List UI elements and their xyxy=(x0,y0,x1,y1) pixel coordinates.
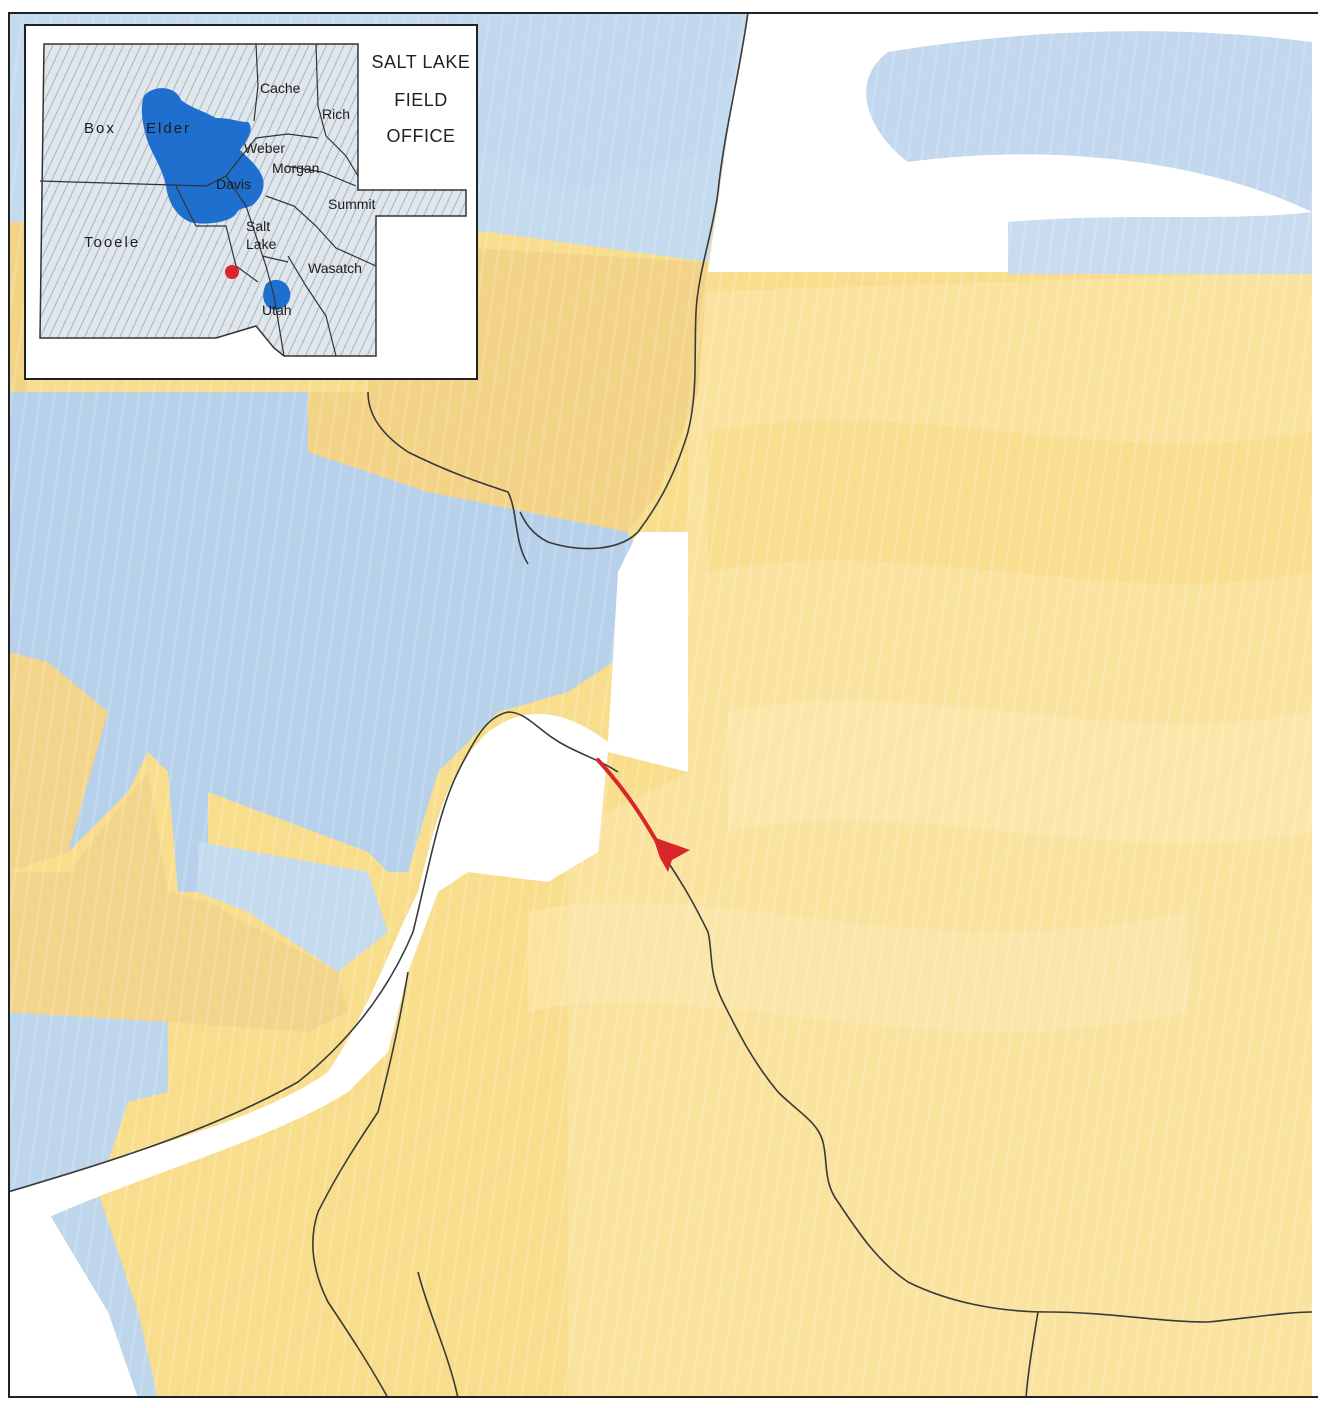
boundary-lines xyxy=(8,12,1312,1398)
boundary-south-branch xyxy=(1025,1311,1039,1398)
county-label-davis: Davis xyxy=(216,176,252,192)
county-label-elder: Elder xyxy=(146,120,192,137)
county-label-lake: Lake xyxy=(246,236,277,252)
boundary-west-lobe xyxy=(367,391,529,565)
boundary-south-fork xyxy=(417,1271,459,1398)
project-feature xyxy=(596,758,690,872)
inset-title-line-3: OFFICE xyxy=(386,126,456,146)
boundary-southeast xyxy=(667,861,1312,1323)
county-label-morgan: Morgan xyxy=(272,160,320,176)
boundary-southwest xyxy=(312,971,409,1398)
inset-title-line-2: FIELD xyxy=(394,90,448,110)
county-label-summit: Summit xyxy=(328,196,376,212)
county-label-box: Box xyxy=(84,120,116,137)
county-label-weber: Weber xyxy=(244,140,285,156)
boundary-valley-edge xyxy=(8,711,619,1193)
inset-county-lines xyxy=(39,43,377,357)
county-label-rich: Rich xyxy=(322,106,351,122)
inset-project-location xyxy=(225,265,239,279)
project-area xyxy=(653,837,690,872)
county-label-salt: Salt xyxy=(246,218,271,234)
inset-field-office-utah xyxy=(263,279,291,310)
inset-canvas xyxy=(39,43,467,357)
inset-title-line-1: SALT LAKE xyxy=(371,52,471,72)
county-label-cache: Cache xyxy=(260,80,301,96)
boundary-north-south xyxy=(519,12,749,550)
inset-locator-map: SALT LAKE FIELD OFFICE Box Elder Cache R… xyxy=(24,24,478,380)
inset-field-office-area xyxy=(141,88,264,224)
county-label-utah: Utah xyxy=(262,302,292,318)
county-label-wasatch: Wasatch xyxy=(308,260,362,276)
county-label-tooele: Tooele xyxy=(84,234,141,251)
